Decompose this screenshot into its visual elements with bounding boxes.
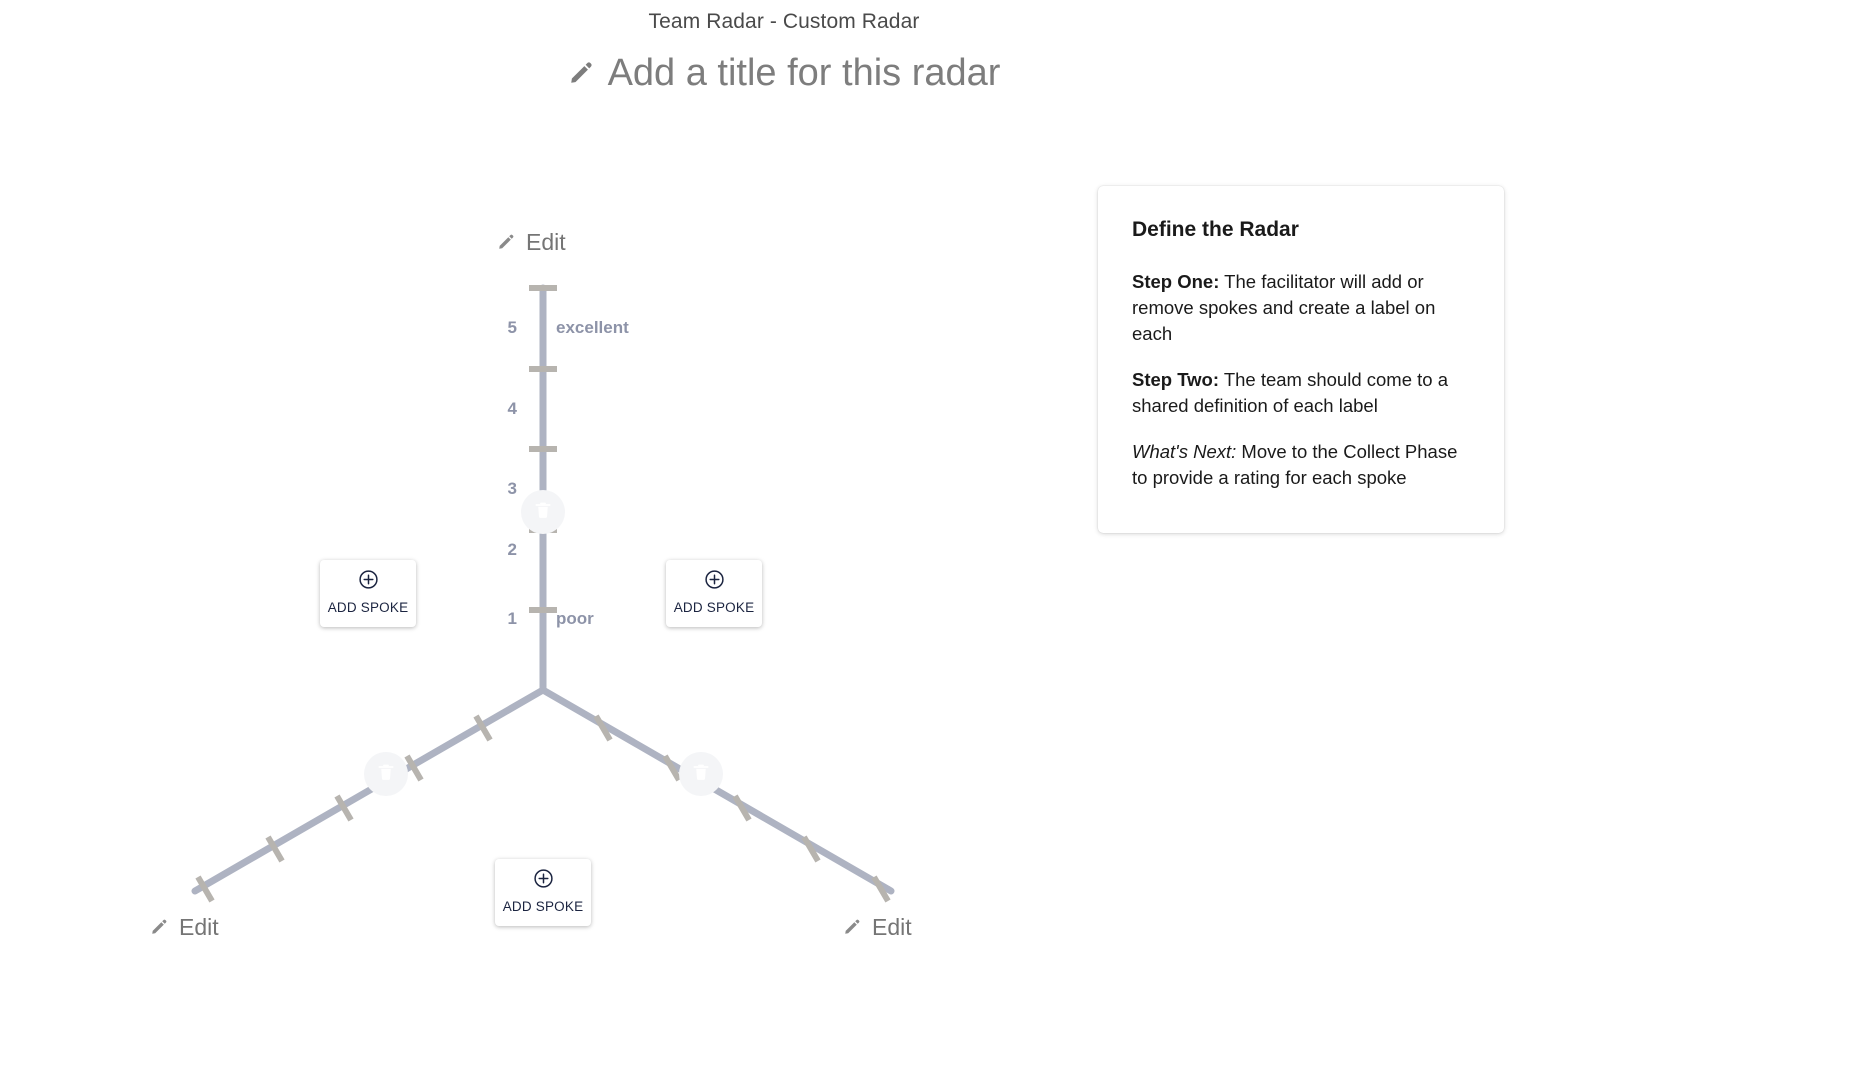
spoke-edit-label: Edit xyxy=(872,914,912,940)
pencil-icon xyxy=(568,60,594,86)
page-header: Team Radar - Custom Radar Add a title fo… xyxy=(0,0,1568,96)
radar-title-edit-button[interactable]: Add a title for this radar xyxy=(0,50,1568,96)
tick-bl-1 xyxy=(473,714,493,742)
tick-br-5 xyxy=(871,875,891,903)
info-step-one: Step One: The facilitator will add or re… xyxy=(1132,269,1470,347)
add-spoke-left-button[interactable]: ADD SPOKE xyxy=(320,560,416,627)
tick-br-4 xyxy=(801,835,821,863)
info-step-two-lead: Step Two: xyxy=(1132,369,1220,390)
spoke-edit-bottom-left[interactable]: Edit xyxy=(150,913,219,941)
tick-bl-3 xyxy=(334,794,354,822)
info-whats-next: What's Next: Move to the Collect Phase t… xyxy=(1132,439,1470,491)
info-step-two: Step Two: The team should come to a shar… xyxy=(1132,367,1470,419)
tick-br-3 xyxy=(732,794,752,822)
add-spoke-right-button[interactable]: ADD SPOKE xyxy=(666,560,762,627)
radar-title-placeholder: Add a title for this radar xyxy=(607,52,1001,94)
trash-icon xyxy=(691,762,711,787)
info-step-two-text: The team should come to a shared definit… xyxy=(1132,369,1448,416)
pencil-icon xyxy=(150,918,168,936)
scale-tick-3: 3 xyxy=(507,479,517,498)
add-spoke-bottom-button[interactable]: ADD SPOKE xyxy=(495,859,591,926)
radar-chart: 5 excellent 4 3 2 1 poor xyxy=(150,228,912,941)
scale-tick-5: 5 xyxy=(507,318,517,337)
add-spoke-label: ADD SPOKE xyxy=(502,899,584,914)
spoke-line-bottom-left xyxy=(191,686,547,895)
plus-circle-icon xyxy=(670,569,758,595)
add-spoke-label: ADD SPOKE xyxy=(673,600,755,615)
pencil-icon xyxy=(843,918,861,936)
pencil-icon xyxy=(497,233,515,251)
scale-tick-1: 1 xyxy=(507,609,517,628)
tick-br-2 xyxy=(662,754,682,782)
info-step-one-lead: Step One: xyxy=(1132,271,1220,292)
tick-bl-4 xyxy=(265,835,285,863)
scale-tick-4: 4 xyxy=(507,399,517,418)
trash-icon xyxy=(376,762,396,787)
scale-tick-2: 2 xyxy=(507,540,517,559)
tick-bl-5 xyxy=(195,875,215,903)
spoke-edit-top[interactable]: Edit xyxy=(497,228,566,256)
info-step-one-text: The facilitator will add or remove spoke… xyxy=(1132,271,1436,344)
plus-circle-icon xyxy=(324,569,412,595)
delete-spoke-bottom-left-button[interactable] xyxy=(364,752,408,796)
spoke-edit-label: Edit xyxy=(179,914,219,940)
info-whats-next-text: Move to the Collect Phase to provide a r… xyxy=(1132,441,1458,488)
delete-spoke-bottom-right-button[interactable] xyxy=(679,752,723,796)
tick-br-1 xyxy=(593,714,613,742)
breadcrumb: Team Radar - Custom Radar xyxy=(648,10,920,33)
trash-icon xyxy=(533,500,553,525)
spoke-edit-bottom-right[interactable]: Edit xyxy=(843,913,912,941)
scale-label-poor: poor xyxy=(556,609,594,628)
info-card-title: Define the Radar xyxy=(1132,218,1299,241)
scale-label-excellent: excellent xyxy=(556,318,629,337)
delete-spoke-top-button[interactable] xyxy=(521,490,565,534)
spoke-lines xyxy=(191,284,895,895)
add-spoke-label: ADD SPOKE xyxy=(327,600,409,615)
define-radar-info-card: Define the Radar Step One: The facilitat… xyxy=(1098,186,1504,533)
spoke-edit-label: Edit xyxy=(526,229,566,255)
tick-bl-2 xyxy=(404,754,424,782)
info-whats-next-lead: What's Next: xyxy=(1132,441,1237,462)
plus-circle-icon xyxy=(499,868,587,894)
